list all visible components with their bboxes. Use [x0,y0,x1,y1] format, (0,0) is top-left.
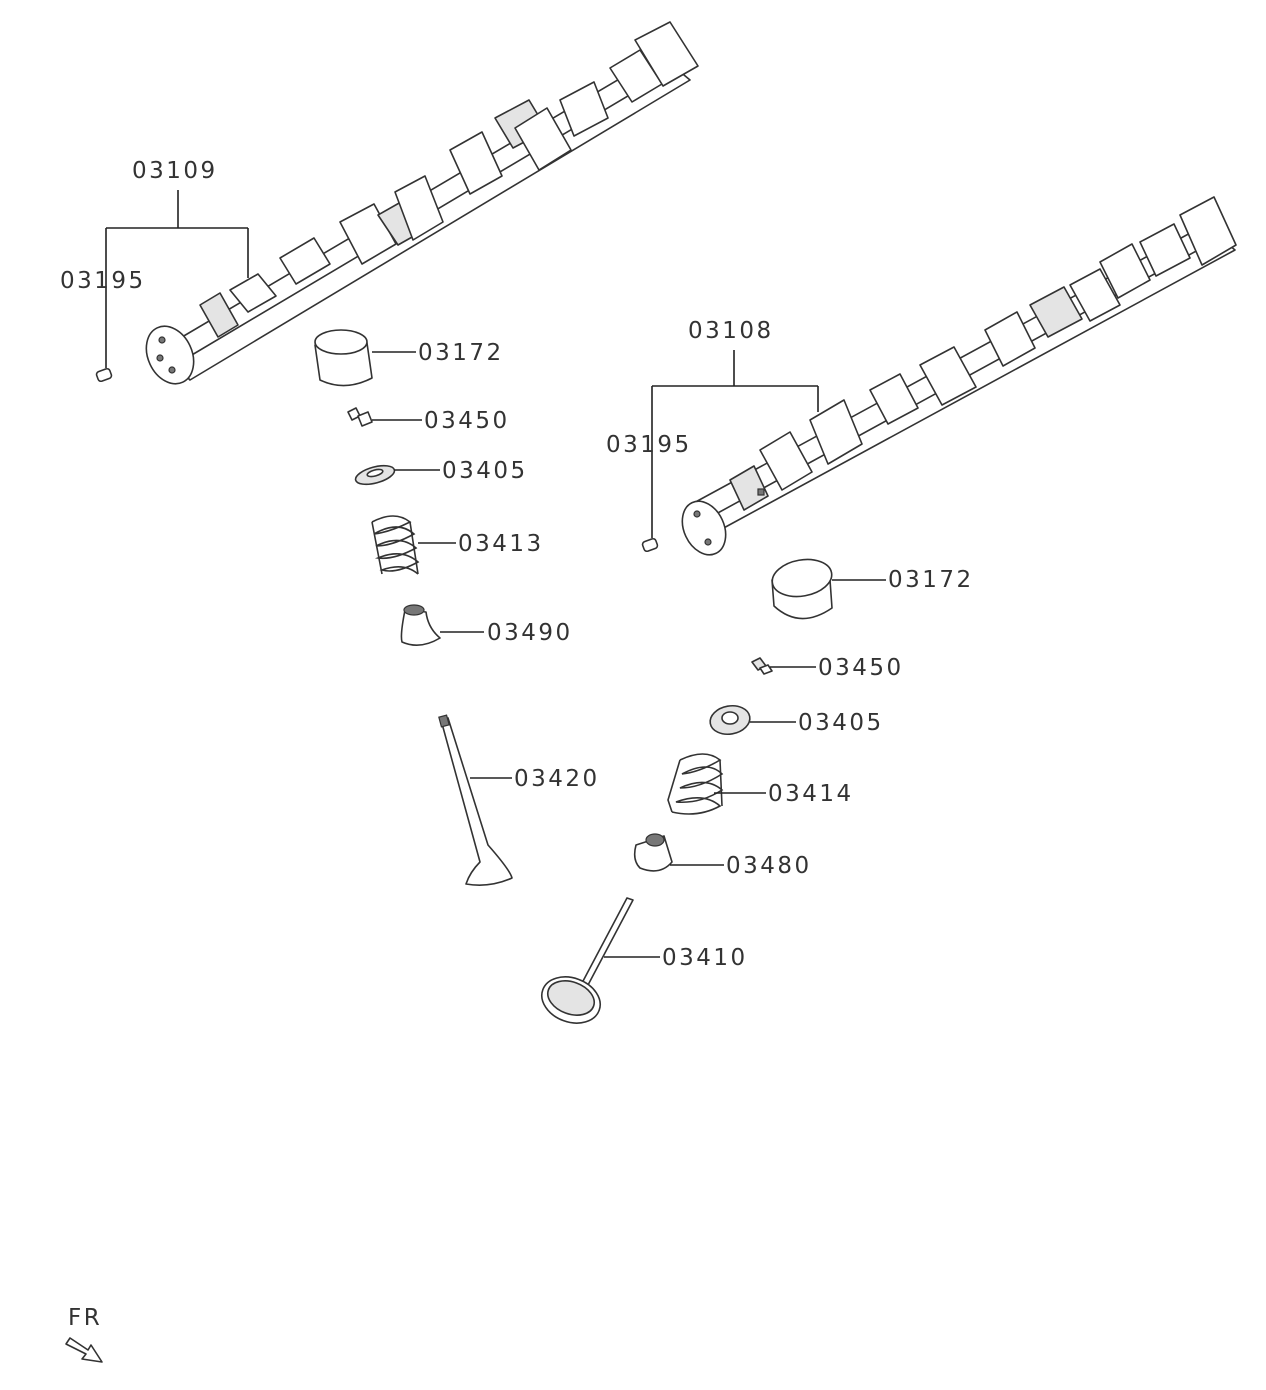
camshaft-exhaust [681,196,1237,556]
callout-seal-exhaust: 03480 [726,853,812,879]
front-label: FR [68,1305,102,1331]
callout-pin-exhaust: 03195 [606,432,692,458]
callout-labels: 03109 03195 03172 03450 03405 03413 0349… [60,158,974,971]
callout-retainer-lock-exhaust: 03450 [818,655,904,681]
valve-exhaust [541,897,634,1024]
callout-lifter-intake: 03172 [418,340,504,366]
callout-camshaft-exhaust: 03108 [688,318,774,344]
callout-valve-spring-exhaust: 03414 [768,781,854,807]
callout-spring-retainer-intake: 03405 [442,458,528,484]
callout-retainer-lock-intake: 03450 [424,408,510,434]
callout-spring-retainer-exhaust: 03405 [798,710,884,736]
pin-exhaust [641,537,659,553]
valve-intake [438,714,513,886]
callout-valve-exhaust: 03410 [662,945,748,971]
spring-retainer-exhaust [709,704,751,736]
camshaft-exhaust-lobes [729,196,1237,511]
callout-valve-spring-intake: 03413 [458,531,544,557]
callout-pin-intake: 03195 [60,268,146,294]
front-indicator: FR [65,1305,103,1363]
retainer-lock-intake [347,407,373,427]
callout-lifter-exhaust: 03172 [888,567,974,593]
valve-spring-intake [371,515,420,575]
leader-lines [105,190,886,958]
callout-camshaft-intake: 03109 [132,158,218,184]
seal-intake [400,604,441,646]
seal-exhaust [633,833,673,872]
spring-retainer-intake [354,464,396,486]
lifter-intake [314,329,373,387]
camshaft-intake-lobes [229,21,699,313]
front-direction-arrow-icon [65,1337,103,1363]
camshaft-intake [145,21,699,385]
lifter-exhaust [771,558,833,620]
retainer-lock-exhaust [751,657,773,675]
callout-seal-intake: 03490 [487,620,573,646]
callout-valve-intake: 03420 [514,766,600,792]
pin-intake [95,367,113,383]
valve-spring-exhaust [667,753,724,815]
